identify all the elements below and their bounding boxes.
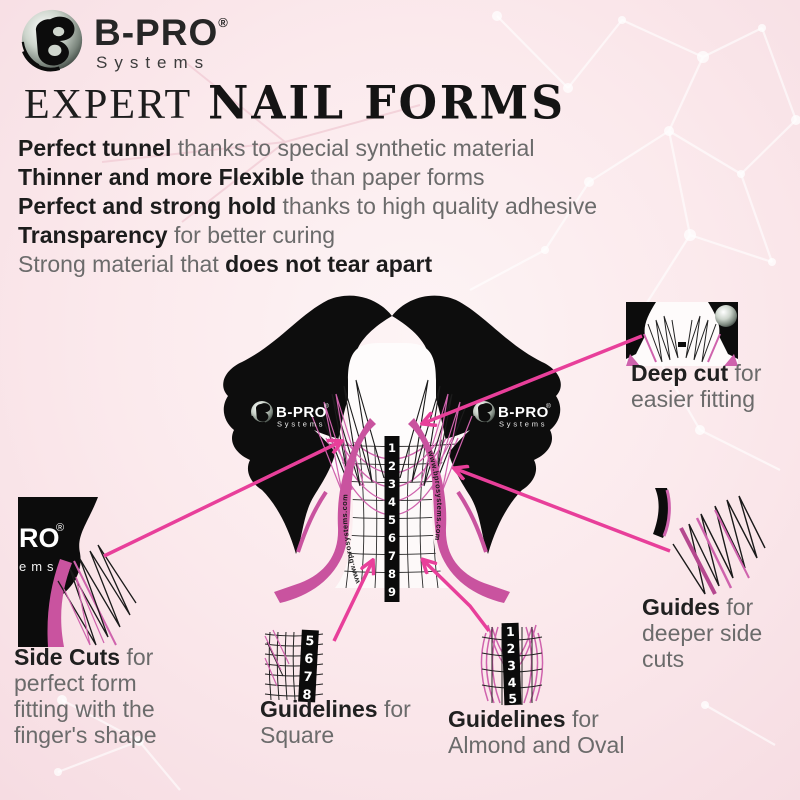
square-ruler-strip: 5 6 7 8 [298,629,319,703]
brand-tagline: Systems [96,53,211,72]
almond-guidelines-crop: 1 2 3 4 5 [480,622,544,706]
left-swoosh [274,418,376,603]
svg-text:2: 2 [506,641,515,656]
brand-name: B-PRO® [94,12,229,53]
svg-text:1: 1 [506,624,515,639]
feature-item: Transparency for better curing [18,222,336,248]
svg-text:5: 5 [508,691,517,706]
crop-logo-fragment: RO [19,523,60,553]
ruler-strip: 1 2 3 4 5 6 7 8 9 [384,436,400,602]
svg-text:4: 4 [507,675,517,690]
deeper-guides-crop [653,488,766,595]
square-guidelines-crop: 5 6 7 8 [264,629,324,703]
registered-mark: ® [218,15,229,30]
svg-text:5: 5 [305,634,315,649]
svg-text:®: ® [56,522,64,534]
feature-item: Perfect tunnel thanks to special synthet… [18,135,535,161]
right-wing-logo [472,400,552,430]
left-wing-logo [250,400,330,430]
side-cuts-arrow [103,442,340,558]
square-arrow [332,562,372,642]
deep-cut-crop [626,302,738,366]
svg-text:6: 6 [304,652,314,667]
website-text-right: www.bprosystems.com [426,449,444,542]
almond-ruler-strip: 1 2 3 4 5 [501,622,522,706]
left-wing-shape [223,295,392,554]
side-cuts-callout-text: Side Cuts for perfect form fitting with … [14,644,157,748]
right-wing-shape [392,295,561,554]
title-expert: EXPERT [24,82,193,128]
deeper-guides-callout-text: Guides for deeper side cuts [642,594,763,672]
nail-form-illustration: B-PRO ® Systems [223,295,561,603]
right-tail-edge [456,490,488,553]
brand-text: B-PRO® Systems [94,14,229,71]
feature-list: Perfect tunnel thanks to special synthet… [18,134,597,279]
page-title: EXPERT NAIL FORMS [24,76,566,131]
svg-text:2: 2 [388,459,396,473]
svg-text:9: 9 [388,585,396,599]
title-nail-forms: NAIL FORMS [208,76,566,131]
guideline-area [314,430,470,588]
deeper-guides-arrow [456,469,671,553]
nail-bed-shape [330,343,454,482]
svg-text:7: 7 [303,670,313,685]
side-cuts-crop: RO ® ems [18,497,137,647]
svg-text:ems: ems [19,559,59,574]
svg-text:3: 3 [507,658,516,673]
right-swoosh [408,418,510,603]
svg-text:7: 7 [388,549,396,563]
square-callout-text: Guidelines for Square [260,696,411,748]
svg-text:1: 1 [388,441,396,455]
feature-item: Thinner and more Flexible than paper for… [18,164,485,190]
almond-arrow [424,561,491,633]
svg-text:4: 4 [388,495,396,509]
feature-item: Perfect and strong hold thanks to high q… [18,193,598,219]
website-text-left: www.bprosystems.com [340,494,362,586]
brand-logo: B-PRO® Systems [20,8,229,72]
left-tail-edge [296,490,328,553]
deep-cut-arrow [424,334,643,423]
svg-text:8: 8 [388,567,396,581]
bpro-logo-icon [21,9,83,72]
deep-cut-callout-text: Deep cut for easier fitting [631,360,762,412]
svg-text:3: 3 [388,477,396,491]
almond-callout-text: Guidelines for Almond and Oval [448,706,625,758]
guideline-grid [314,435,470,588]
side-cut-hatch [311,379,473,493]
feature-item: Strong material that does not tear apart [18,251,433,277]
svg-text:6: 6 [388,531,396,545]
svg-text:5: 5 [388,513,396,527]
